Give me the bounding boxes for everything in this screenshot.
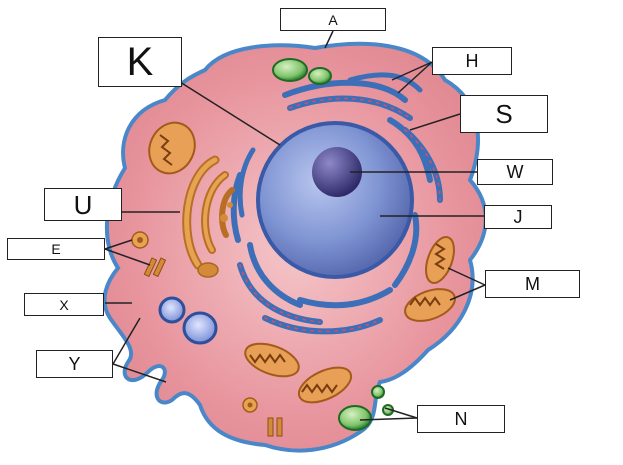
label-U: U: [44, 188, 122, 221]
golgi-apparatus: [182, 155, 235, 278]
rough-er: [230, 72, 443, 335]
leader-lines: [104, 30, 486, 421]
nucleolus: [312, 147, 362, 197]
label-X: X: [24, 293, 104, 316]
mitochondria: [148, 121, 456, 404]
label-N: N: [417, 405, 505, 433]
label-E: E: [7, 238, 105, 260]
nucleus: [256, 121, 414, 279]
label-W: W: [477, 159, 553, 185]
vacuoles: [272, 58, 394, 431]
label-J: J: [484, 205, 552, 229]
lysosomes: [158, 296, 218, 345]
label-H: H: [432, 47, 512, 75]
label-K: K: [98, 37, 182, 87]
label-Y: Y: [36, 350, 113, 378]
label-A: A: [280, 8, 386, 31]
centrioles: [131, 231, 283, 437]
label-S: S: [460, 95, 548, 133]
label-M: M: [485, 270, 580, 298]
